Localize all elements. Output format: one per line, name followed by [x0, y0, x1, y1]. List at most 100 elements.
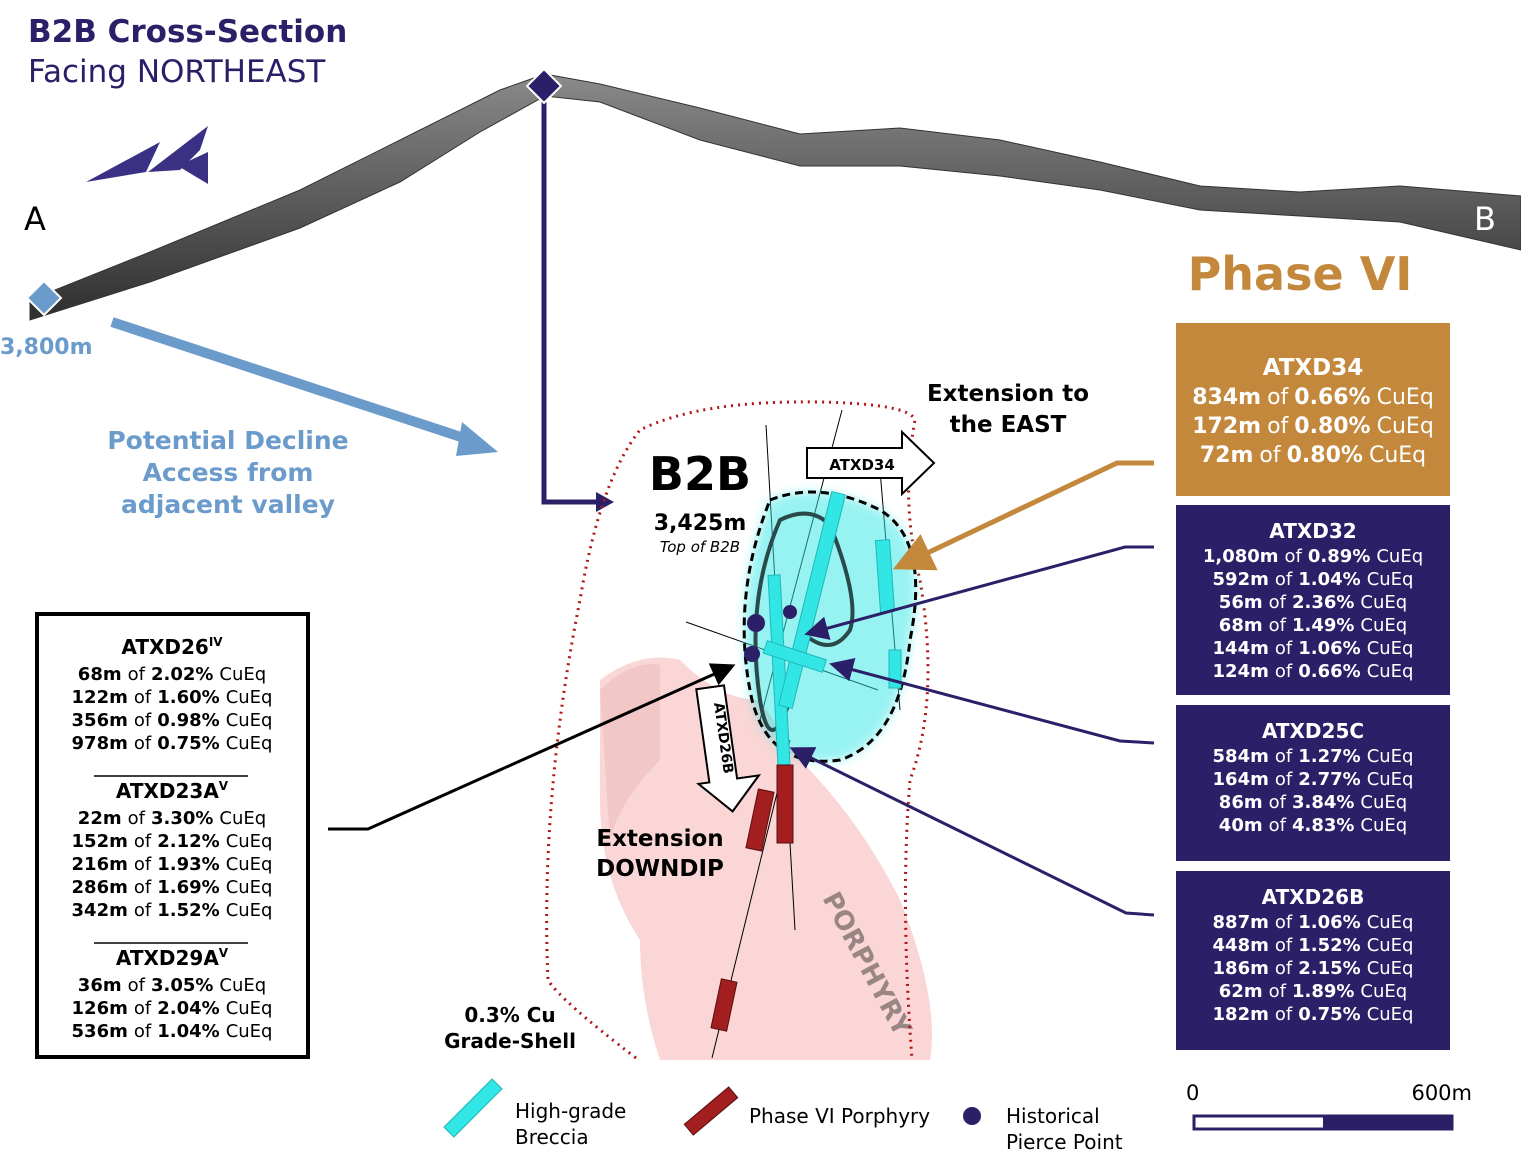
intercept-length: 36m: [78, 975, 122, 996]
intercept-grade: 1.06%: [1298, 912, 1360, 933]
intercept-length: 342m: [72, 900, 128, 921]
red-cylinder-icon: [683, 1086, 739, 1136]
intercept-grade: 0.75%: [157, 733, 219, 754]
intercept-connector: of: [1275, 912, 1293, 933]
intercept-unit: CuEq: [226, 900, 273, 921]
leader-left-box: [328, 663, 736, 831]
intercept-unit: CuEq: [1367, 912, 1414, 933]
extension-east-arrow: [806, 429, 936, 497]
intercept-unit: CuEq: [1367, 638, 1414, 659]
intercept-connector: of: [1285, 546, 1303, 567]
intercept-connector: of: [1275, 746, 1293, 767]
section-end-b: B: [1474, 200, 1496, 238]
intercept-grade: 0.89%: [1308, 546, 1370, 567]
intercept-length: 216m: [72, 854, 128, 875]
intercept-connector: of: [1275, 769, 1293, 790]
hole-title: ATXD26IV: [121, 635, 223, 659]
intercept-grade: 1.49%: [1292, 615, 1354, 636]
intercept-length: 72m: [1200, 443, 1254, 468]
decline-arrowhead-icon: [456, 422, 498, 456]
intercept-grade: 1.52%: [157, 900, 219, 921]
intercept-length: 56m: [1219, 592, 1263, 613]
porphyry-zone: [600, 657, 932, 1060]
leader-atxd26b: [789, 747, 1155, 917]
intercept-connector: of: [128, 808, 146, 829]
intercept-unit: CuEq: [219, 975, 266, 996]
phase-vi-porphyry-intervals: [710, 764, 794, 1032]
intercept-unit: CuEq: [1367, 569, 1414, 590]
intercept-length: 152m: [72, 831, 128, 852]
intercept-length: 182m: [1213, 1004, 1269, 1025]
intercept-grade: 0.80%: [1287, 443, 1363, 468]
intercept-length: 286m: [72, 877, 128, 898]
target-caption: Top of B2B: [660, 538, 740, 556]
intercept-grade: 0.66%: [1298, 661, 1360, 682]
intercept-unit: CuEq: [1369, 443, 1426, 468]
intercept-grade: 2.02%: [151, 664, 213, 685]
summit-leader-line: [541, 86, 600, 505]
intercept-length: 834m: [1192, 385, 1261, 410]
intercept-length: 86m: [1219, 792, 1263, 813]
intercept-unit: CuEq: [219, 808, 266, 829]
intercept-grade: 1.89%: [1292, 981, 1354, 1002]
target-elevation: 3,425m: [654, 511, 747, 536]
legend-label-breccia-2: Breccia: [515, 1125, 589, 1149]
intercept-unit: CuEq: [1376, 546, 1423, 567]
scale-end: 600m: [1411, 1081, 1472, 1105]
hole-title: ATXD32: [1269, 519, 1356, 543]
intercept-unit: CuEq: [1360, 792, 1407, 813]
intercept-grade: 2.04%: [157, 998, 219, 1019]
porphyry-shadow: [600, 664, 660, 840]
intercept-grade: 2.77%: [1298, 769, 1360, 790]
intercept-grade: 3.84%: [1292, 792, 1354, 813]
intercept-unit: CuEq: [1377, 414, 1434, 439]
intercept-connector: of: [134, 998, 152, 1019]
intercept-connector: of: [1267, 385, 1289, 410]
extension-downdip-label-2: DOWNDIP: [596, 856, 724, 882]
intercept-connector: of: [134, 877, 152, 898]
subtitle: Facing NORTHEAST: [28, 54, 326, 90]
intercept-unit: CuEq: [226, 998, 273, 1019]
intercept-unit: CuEq: [1360, 815, 1407, 836]
leader-atxd32: [804, 545, 1154, 640]
company-logo: [86, 126, 208, 184]
intercept-length: 186m: [1213, 958, 1269, 979]
intercept-grade: 1.06%: [1298, 638, 1360, 659]
intercept-unit: CuEq: [1367, 1004, 1414, 1025]
intercept-unit: CuEq: [1367, 769, 1414, 790]
intercept-unit: CuEq: [1367, 958, 1414, 979]
navy-dot-icon: [963, 1107, 981, 1125]
intercept-grade: 2.36%: [1292, 592, 1354, 613]
intercept-unit: CuEq: [226, 877, 273, 898]
intercept-connector: of: [1269, 815, 1287, 836]
intercept-unit: CuEq: [1367, 935, 1414, 956]
legend: High-grade Breccia Phase VI Porphyry His…: [443, 1078, 1123, 1154]
intercept-connector: of: [128, 975, 146, 996]
intercept-grade: 2.12%: [157, 831, 219, 852]
intercept-grade: 4.83%: [1292, 815, 1354, 836]
intercept-grade: 1.04%: [1298, 569, 1360, 590]
legend-label-breccia-1: High-grade: [515, 1099, 626, 1123]
leader-atxd25c: [829, 658, 1155, 745]
phase-title: Phase VI: [1188, 247, 1413, 301]
summit-diamond-icon: [525, 67, 563, 105]
title: B2B Cross-Section: [28, 14, 347, 50]
